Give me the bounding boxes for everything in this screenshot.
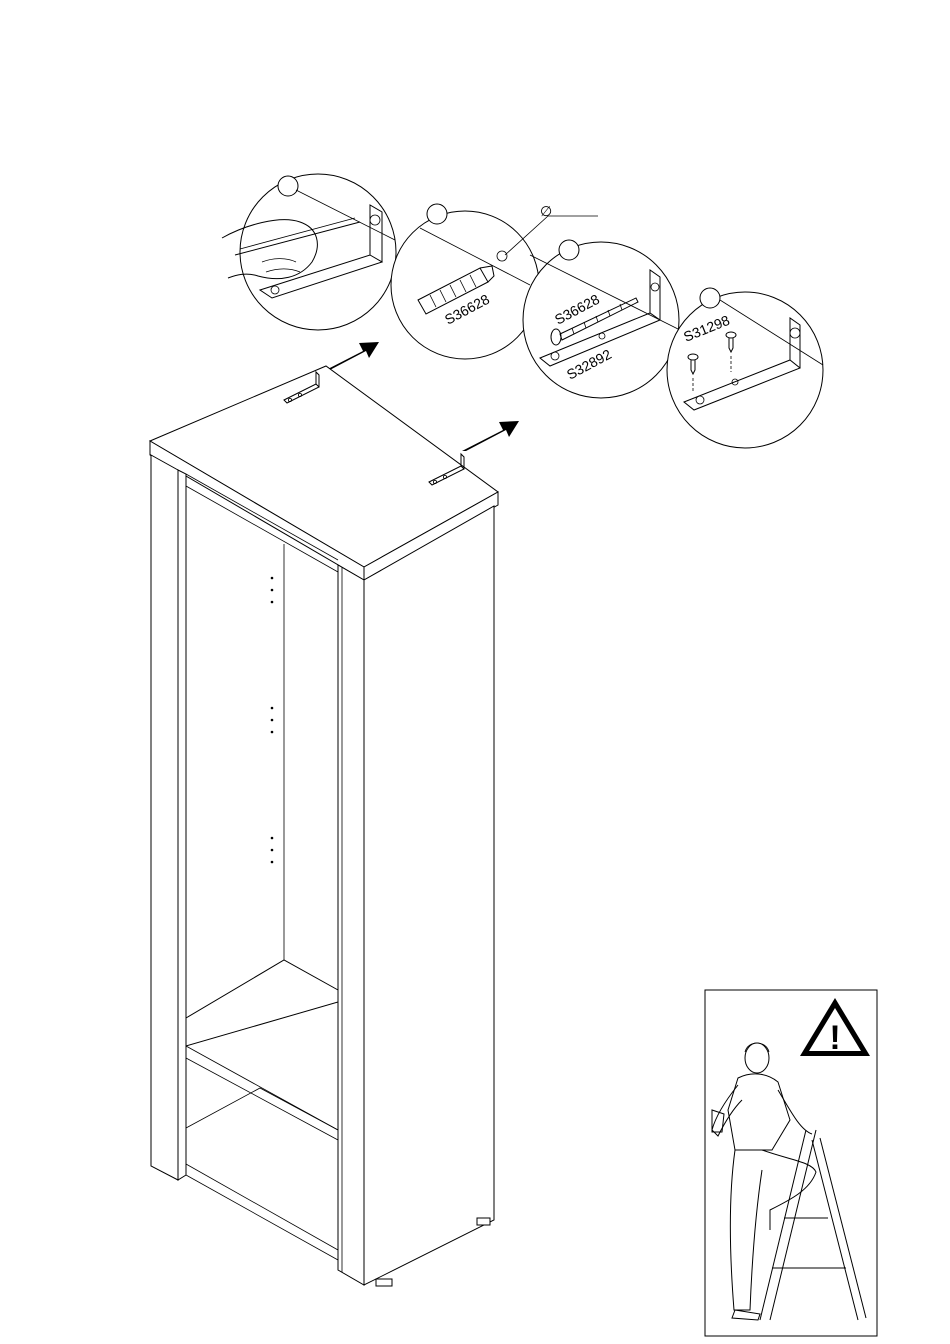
step-1-marker	[278, 176, 298, 196]
detail-step-1-marking	[222, 174, 396, 330]
arrow-icon-upper	[322, 342, 379, 372]
step-2-marker	[427, 204, 447, 224]
warning-symbol: !	[829, 1019, 840, 1057]
detail-step-3-screw-bracket: S36628 S32892	[523, 240, 680, 398]
cabinet-illustration	[150, 366, 498, 1286]
step-3-marker	[559, 240, 579, 260]
safety-warning-panel: !	[705, 990, 877, 1336]
arrow-icon-lower	[462, 421, 519, 451]
diameter-symbol: ∅	[540, 203, 552, 219]
step-4-marker	[700, 288, 720, 308]
shelf-pin-holes	[271, 577, 274, 864]
detail-step-4-small-screws: S31298	[667, 288, 823, 448]
